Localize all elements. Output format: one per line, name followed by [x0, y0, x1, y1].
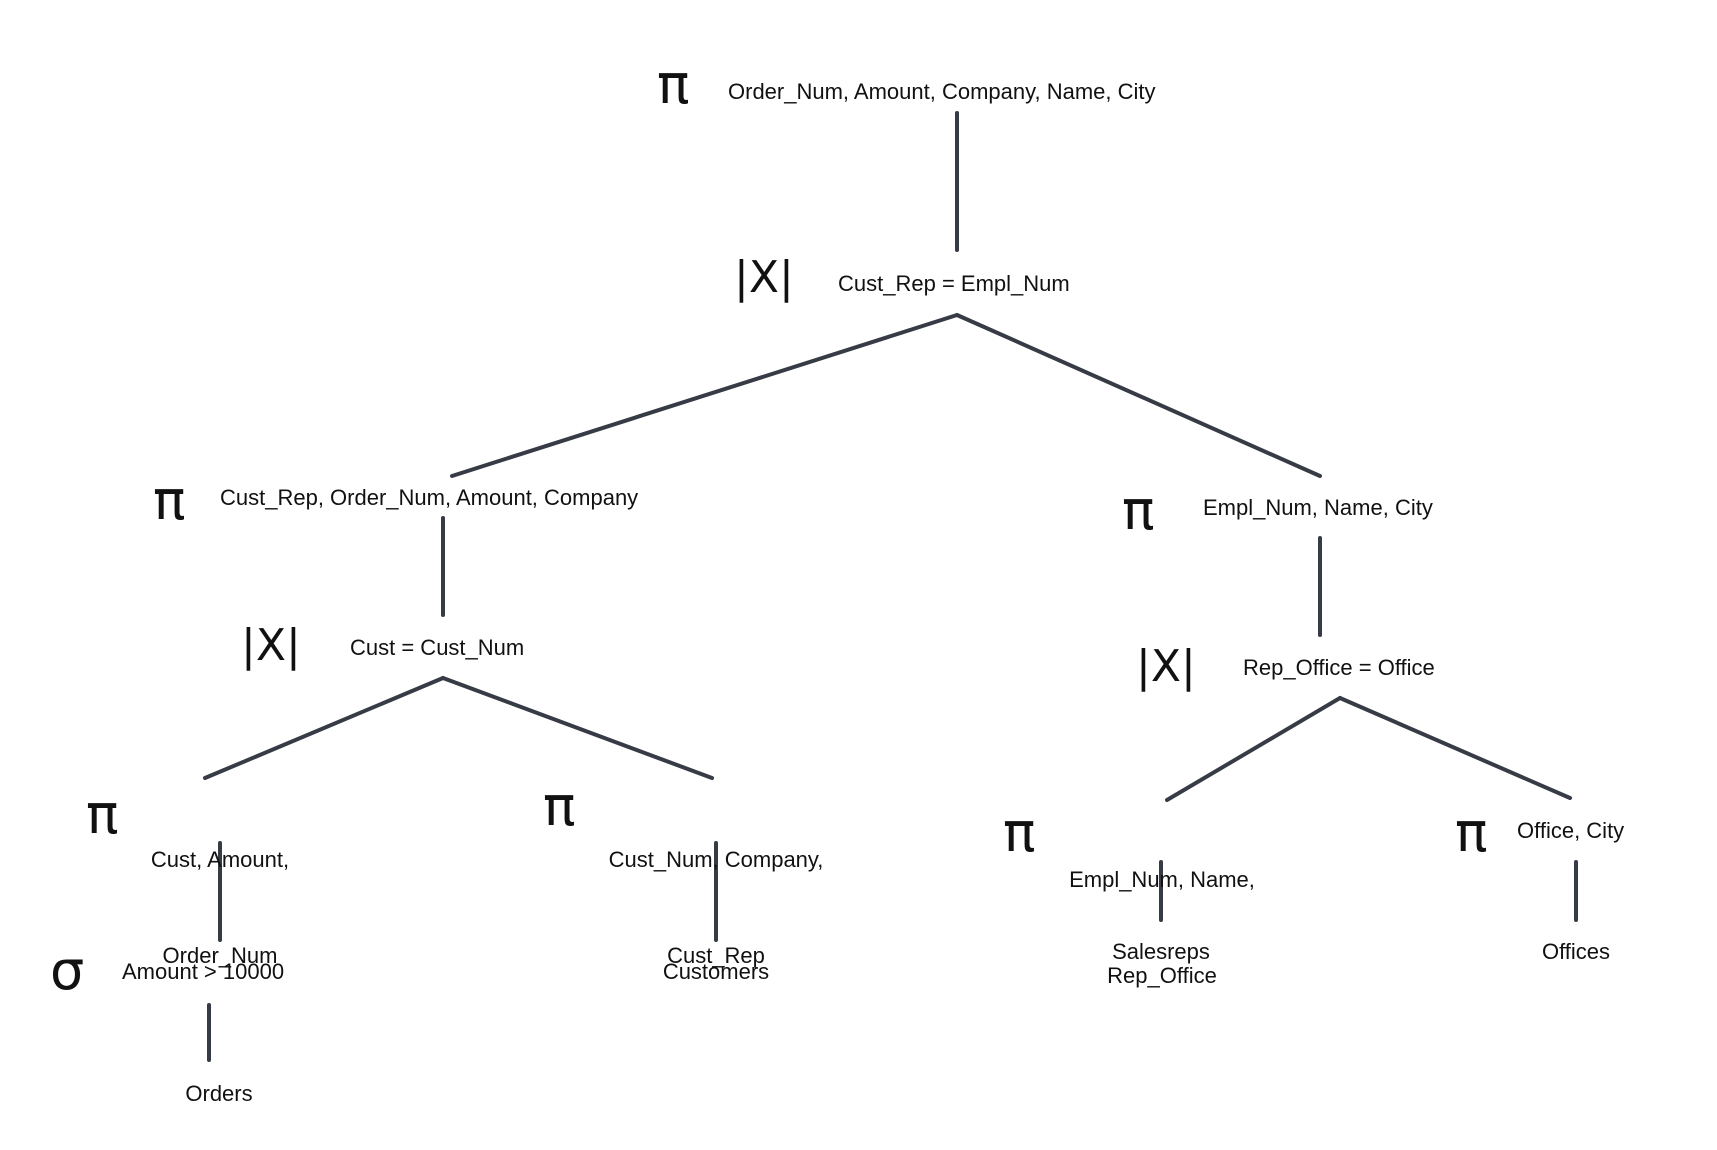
join-symbol: |X| — [241, 620, 301, 671]
left-join-condition: Cust = Cust_Num — [350, 635, 525, 660]
edge-left-join-to-customers-project — [441, 676, 714, 780]
label-line: Empl_Num, Name, — [1069, 867, 1255, 892]
root-projection-attributes: Order_Num, Amount, Company, Name, City — [728, 79, 1156, 104]
right-projection-attributes: Empl_Num, Name, City — [1203, 495, 1433, 520]
projection-symbol: π — [1455, 801, 1488, 864]
customers-projection-attributes: Cust_Num, Company, Cust_Rep — [594, 780, 838, 1036]
table-offices: Offices — [1541, 939, 1611, 964]
join-symbol: |X| — [1136, 641, 1196, 692]
projection-symbol: π — [1003, 801, 1036, 864]
selection-symbol: σ — [50, 939, 85, 1002]
projection-symbol: π — [1122, 479, 1155, 542]
table-orders: Orders — [185, 1081, 253, 1106]
projection-symbol: π — [153, 469, 186, 532]
edge-top-join-to-right-project — [955, 313, 1322, 478]
right-join-condition: Rep_Office = Office — [1243, 655, 1435, 680]
edge-left-join-to-orders-project — [203, 676, 445, 780]
label-line: Order_Num — [162, 943, 278, 968]
label-line: Cust_Num, Company, — [608, 847, 824, 872]
edge-right-join-to-offices-project — [1338, 696, 1572, 800]
left-projection-attributes: Cust_Rep, Order_Num, Amount, Company — [220, 485, 639, 510]
label-line: Cust, Amount, — [150, 847, 290, 872]
join-symbol: |X| — [734, 252, 794, 303]
label-line: Rep_Office — [1107, 963, 1217, 988]
label-line: Cust_Rep — [667, 943, 765, 968]
projection-symbol: π — [543, 775, 576, 838]
edge-top-join-to-left-project — [450, 313, 959, 478]
projection-symbol: π — [86, 783, 119, 846]
edge-right-join-to-salesreps-project — [1165, 696, 1342, 802]
projection-symbol: π — [657, 53, 690, 116]
table-customers: Customers — [662, 959, 770, 984]
top-join-condition: Cust_Rep = Empl_Num — [838, 271, 1070, 296]
salesreps-projection-attributes: Empl_Num, Name, Rep_Office — [1054, 800, 1270, 1056]
table-salesreps: Salesreps — [1112, 939, 1210, 964]
selection-condition: Amount > 10000 — [122, 959, 285, 984]
orders-projection-attributes: Cust, Amount, Order_Num — [130, 780, 310, 1036]
offices-projection-attributes: Office, City — [1517, 818, 1625, 843]
